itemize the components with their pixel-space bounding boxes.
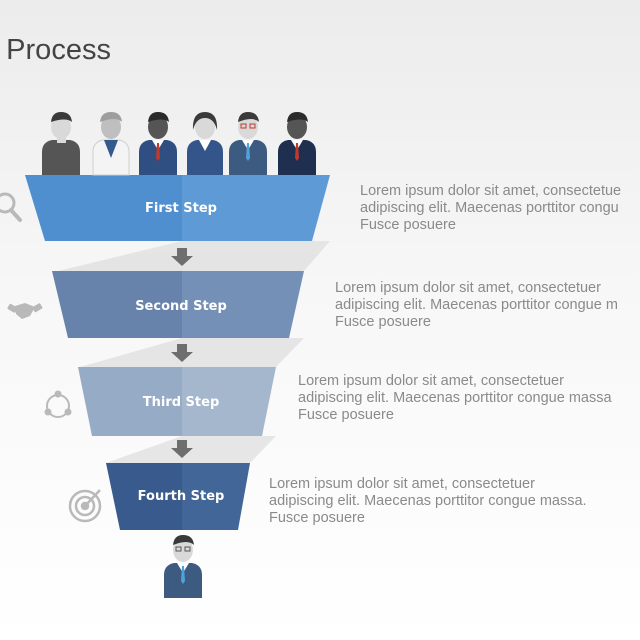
magnifier-icon (0, 192, 22, 222)
step-description-line: adipiscing elit. Maecenas porttitor cong… (298, 390, 612, 406)
funnel-stage-1: First Step (25, 175, 330, 241)
page-title: p Process (0, 34, 111, 66)
step-description-line: Fusce posuere (298, 407, 394, 423)
step-description-line: adipiscing elit. Maecenas porttitor cong… (335, 297, 618, 313)
stage-label-4: Fourth Step (138, 489, 225, 504)
person-avatar-5 (229, 112, 267, 175)
step-description-2: Lorem ipsum dolor sit amet, consectetuer… (335, 280, 618, 331)
handshake-icon (7, 303, 43, 319)
stage-label-3: Third Step (143, 395, 220, 410)
arrow-down-icon (171, 248, 193, 266)
arrow-down-icon (171, 440, 193, 458)
target-icon (68, 489, 102, 523)
person-avatar-2 (92, 112, 130, 176)
person-avatar-6 (278, 112, 316, 175)
cycle-icon (44, 390, 72, 418)
stage-label-1: First Step (145, 201, 217, 216)
step-description-line: Fusce posuere (269, 510, 365, 526)
step-description-line: Fusce posuere (360, 217, 456, 233)
step-description-line: adipiscing elit. Maecenas porttitor cong… (360, 200, 619, 216)
person-avatar-3 (139, 112, 177, 175)
arrow-down-icon (171, 344, 193, 362)
step-description-line: adipiscing elit. Maecenas porttitor cong… (269, 493, 587, 509)
step-description-line: Lorem ipsum dolor sit amet, consectetuer (335, 280, 601, 296)
funnel-stage-4: Fourth Step (106, 463, 250, 530)
step-description-line: Lorem ipsum dolor sit amet, consectetuer (298, 373, 564, 389)
step-description-line: Lorem ipsum dolor sit amet, consectetuer (269, 476, 535, 492)
funnel-stage-2: Second Step (52, 271, 304, 338)
step-description-3: Lorem ipsum dolor sit amet, consectetuer… (298, 373, 612, 424)
step-description-4: Lorem ipsum dolor sit amet, consectetuer… (269, 476, 587, 527)
person-avatar-4 (187, 112, 223, 175)
funnel-stage-3: Third Step (78, 367, 276, 436)
stage-label-2: Second Step (135, 299, 227, 314)
person-avatar-1 (42, 112, 80, 175)
step-description-line: Lorem ipsum dolor sit amet, consectetue (360, 183, 622, 199)
step-description-line: Fusce posuere (335, 314, 431, 330)
person-avatar-result (164, 535, 202, 598)
step-description-1: Lorem ipsum dolor sit amet, consectetue … (360, 183, 621, 234)
